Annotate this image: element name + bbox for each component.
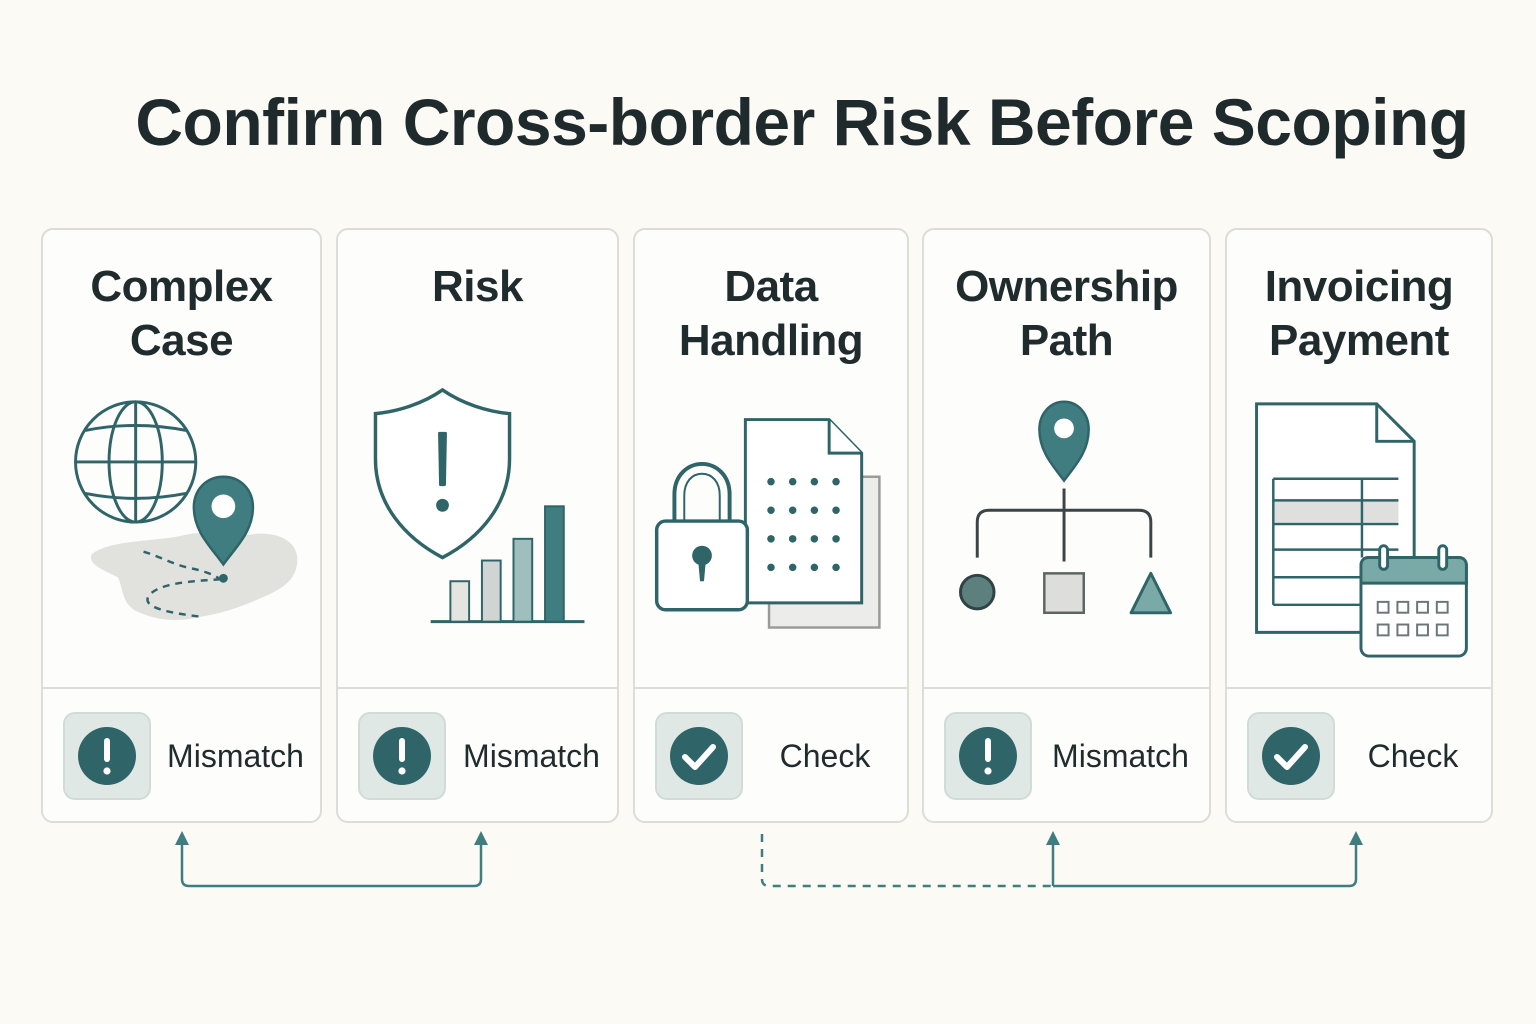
card-data-handling: Data Handling Check <box>633 228 909 823</box>
card-title: Risk <box>432 262 523 311</box>
arrowhead-invoicing <box>1349 831 1363 845</box>
lock-document-icon <box>654 418 881 629</box>
shield-bar-chart-icon <box>373 387 585 624</box>
page-title: Confirm Cross-border Risk Before Scoping <box>135 85 1469 159</box>
card-invoicing-payment: Invoicing Payment Check <box>1225 228 1493 823</box>
arrowhead-complex <box>175 831 189 845</box>
card-risk: Risk Mismatch <box>336 228 619 823</box>
checkmark-icon <box>1262 727 1320 785</box>
exclamation-icon <box>78 727 136 785</box>
arrowhead-ownership <box>1046 831 1060 845</box>
card-ownership-path: Ownership Path Mismatch <box>922 228 1211 823</box>
connector-data-to-invoicing <box>760 834 1358 888</box>
status-badge <box>944 712 1032 800</box>
checkmark-icon <box>670 727 728 785</box>
connector-complex-to-risk <box>180 842 483 888</box>
status-label: Check <box>1367 738 1459 774</box>
card-divider <box>635 687 907 689</box>
status-label: Mismatch <box>463 738 600 774</box>
status-label: Check <box>779 738 871 774</box>
invoice-calendar-icon <box>1255 402 1468 658</box>
exclamation-icon <box>373 727 431 785</box>
card-divider <box>43 687 320 689</box>
card-title: Invoicing Payment <box>1264 262 1454 365</box>
card-title: Complex Case <box>90 262 273 365</box>
status-badge <box>63 712 151 800</box>
status-label: Mismatch <box>1052 738 1189 774</box>
status-label: Mismatch <box>167 738 304 774</box>
globe-map-pin-icon <box>74 400 298 621</box>
arrowhead-risk <box>474 831 488 845</box>
status-badge <box>655 712 743 800</box>
exclamation-icon <box>959 727 1017 785</box>
card-title: Data Handling <box>678 262 864 365</box>
card-divider <box>338 687 617 689</box>
card-divider <box>924 687 1209 689</box>
card-divider <box>1227 687 1491 689</box>
status-badge <box>358 712 446 800</box>
card-title: Ownership Path <box>955 262 1178 365</box>
hierarchy-pin-icon <box>959 400 1173 615</box>
card-complex-case: Complex Case Mismatch <box>41 228 322 823</box>
status-badge <box>1247 712 1335 800</box>
